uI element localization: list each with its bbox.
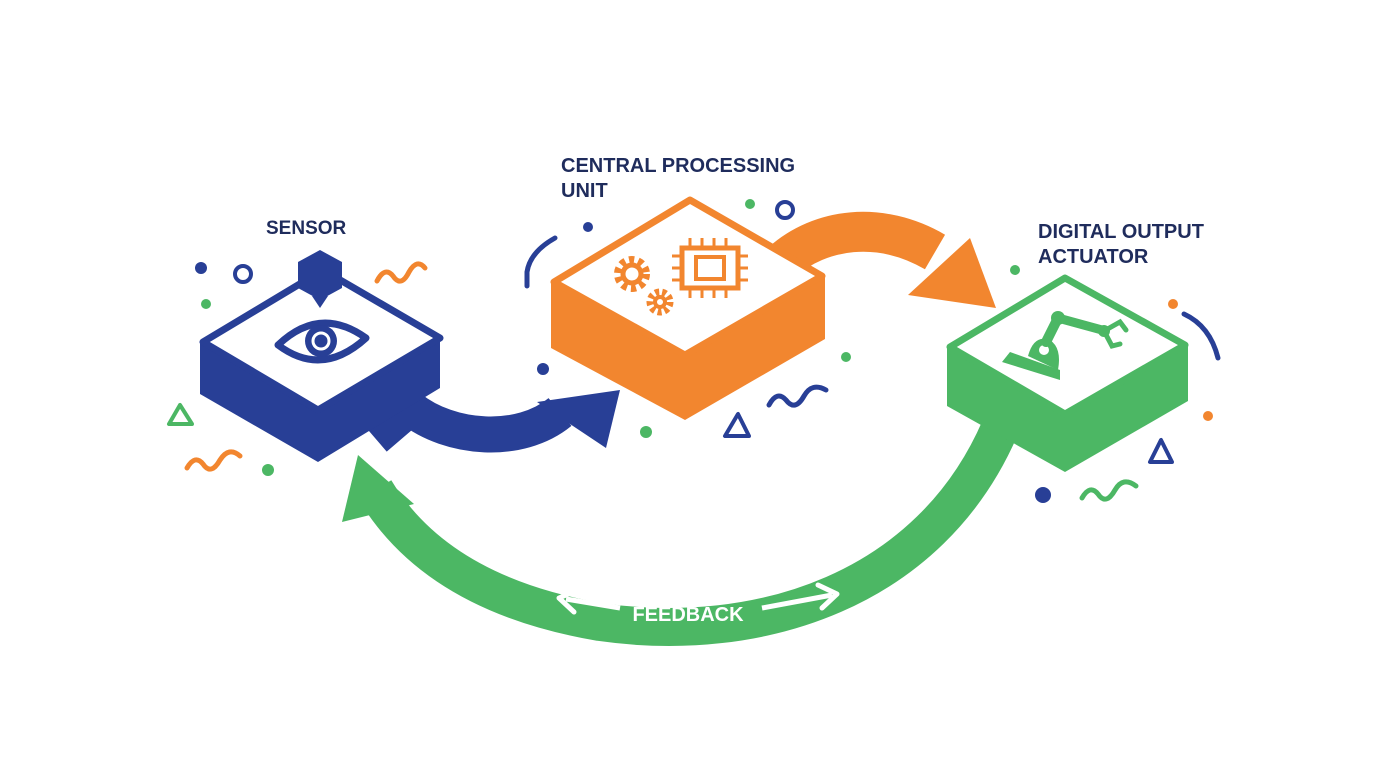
decor-dot: [1035, 487, 1051, 503]
decor-dot: [201, 299, 211, 309]
decorations: [167, 199, 1221, 503]
decor-dot: [262, 464, 274, 476]
decor-dot: [745, 199, 755, 209]
decor-dot: [841, 352, 851, 362]
decor-dot: [583, 222, 593, 232]
actuator-label-line1: DIGITAL OUTPUT: [1038, 221, 1204, 243]
cpu-chip-gears-icon: [614, 238, 748, 316]
decor-dot: [1168, 299, 1178, 309]
decor-arc: [524, 235, 558, 289]
decor-dot: [195, 262, 207, 274]
feedback-label: FEEDBACK: [632, 604, 744, 626]
decor-ring: [233, 264, 253, 284]
feedback-label-group: FEEDBACK: [556, 582, 840, 626]
feedback-arrow: [342, 420, 1018, 646]
cpu-block: [550, 196, 826, 420]
decor-triangle: [1148, 438, 1174, 464]
decor-triangle: [167, 403, 194, 426]
eye-icon: [274, 319, 370, 364]
actuator-label-line2: ACTUATOR: [1038, 246, 1149, 268]
decor-arc: [1181, 311, 1221, 361]
decor-dot: [1010, 265, 1020, 275]
cpu-label-line1: CENTRAL PROCESSING: [561, 155, 795, 177]
decor-squiggle: [766, 384, 829, 408]
decor-dot: [640, 426, 652, 438]
cpu-label-line2: UNIT: [561, 180, 608, 202]
cpu-to-actuator-arrow: [768, 211, 996, 308]
sensor-label: SENSOR: [266, 218, 347, 239]
sensor-block: [199, 250, 444, 462]
robot-arm-icon: [1002, 311, 1129, 380]
sensor-to-cpu-arrow: [363, 390, 620, 453]
decor-squiggle: [184, 449, 243, 472]
decor-dot: [1203, 411, 1213, 421]
decor-ring: [775, 200, 795, 220]
decor-triangle: [723, 412, 751, 438]
decor-dot: [537, 363, 549, 375]
decor-squiggle: [374, 261, 428, 284]
decor-squiggle: [1079, 479, 1139, 502]
actuator-block: [946, 274, 1189, 472]
sensor-pin-marker: [298, 250, 342, 308]
